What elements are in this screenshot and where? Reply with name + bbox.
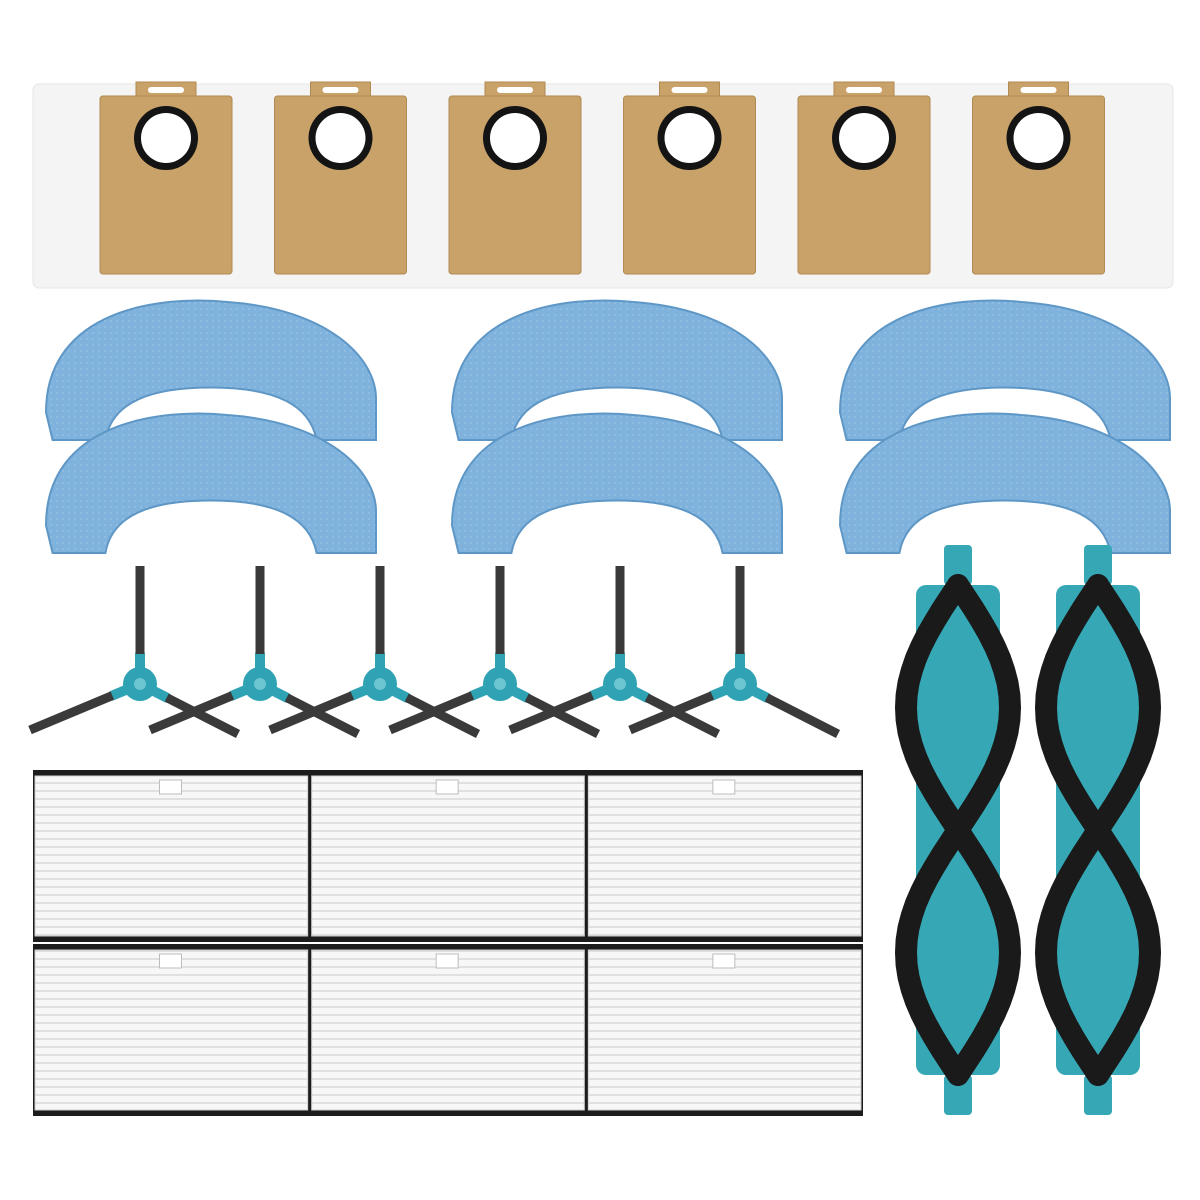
side-brush-hub-center (254, 678, 266, 690)
dust-bag-ring-hole (490, 113, 540, 163)
roller-brush-end-cap (1084, 545, 1112, 585)
mop-pads-group (44, 299, 1171, 554)
side-brush-hub-center (614, 678, 626, 690)
side-brush-bristle (284, 693, 361, 739)
roller-brush-icon (894, 545, 1022, 1115)
roller-brush-bristle-strip (1034, 574, 1162, 1086)
roller-brush-end-cap (944, 1075, 972, 1115)
dust-bag-ring-hole (664, 113, 715, 163)
side-brush-icon (28, 566, 241, 739)
side-brush-bristle (508, 691, 595, 735)
hepa-filter-pull-tab (435, 953, 459, 969)
dust-bag-tab-slot (671, 87, 708, 93)
hepa-filter-icon (311, 775, 585, 937)
hepa-filter-pleats (587, 949, 862, 1111)
roller-brush-icon (1034, 545, 1162, 1115)
mop-pad-cloth (44, 299, 377, 441)
mop-pad-cloth (450, 412, 783, 554)
side-brush-bristle (148, 691, 235, 735)
hepa-filter-pull-tab (435, 779, 459, 795)
side-brush-bristle (524, 693, 601, 739)
dust-bag-body (274, 95, 407, 275)
dust-bag-body (623, 95, 756, 275)
dust-bag-ring-hole (141, 113, 191, 163)
dust-bag-ring-hole (315, 113, 366, 163)
dust-bags-group (32, 81, 1174, 289)
hepa-filter-pleats (311, 775, 585, 937)
hepa-filter-icon (587, 775, 862, 937)
roller-brush-bristle-strip (894, 574, 1022, 1086)
hepa-filter-icon (311, 949, 585, 1111)
dust-bag-body (797, 95, 931, 275)
dust-bag-icon (274, 81, 407, 275)
roller-brush-end-cap (1084, 1075, 1112, 1115)
dust-bag-icon (448, 81, 582, 275)
side-brush-bristle (404, 693, 481, 739)
side-brush-icon (388, 566, 601, 739)
hepa-filters-group (33, 770, 863, 1116)
hepa-filter-pull-tab (712, 779, 736, 795)
side-brush-bristle (164, 693, 241, 739)
main-roller-brushes-group (894, 545, 1162, 1115)
dust-bag-icon (99, 81, 233, 275)
dust-bag-body (972, 95, 1105, 275)
dust-bag-ring-hole (1013, 113, 1064, 163)
dust-bag-tab-slot (1020, 87, 1057, 93)
hepa-filter-icon (587, 949, 862, 1111)
hepa-filter-pleats (311, 949, 585, 1111)
mop-pad-icon (450, 412, 783, 554)
dust-bag-tab-slot (497, 87, 533, 93)
hepa-filter-icon (34, 775, 309, 937)
mop-pad-icon (44, 412, 377, 554)
mop-pad-cloth (838, 412, 1171, 554)
dust-bag-icon (797, 81, 931, 275)
mop-pad-cloth (450, 299, 783, 441)
mop-pad-icon (44, 299, 377, 441)
hepa-filter-pleats (587, 775, 862, 937)
hepa-filter-pull-tab (712, 953, 736, 969)
dust-bag-icon (972, 81, 1105, 275)
hepa-filter-pleats (34, 949, 309, 1111)
dust-bag-icon (623, 81, 756, 275)
side-brush-hub-center (494, 678, 506, 690)
mop-pad-cloth (44, 412, 377, 554)
side-brush-icon (268, 566, 481, 739)
side-brush-hub-center (134, 678, 146, 690)
side-brush-bristle (644, 693, 721, 739)
dust-bag-body (99, 95, 233, 275)
side-brush-bristle (268, 691, 355, 735)
hepa-filter-pull-tab (159, 953, 182, 969)
side-brush-icon (148, 566, 361, 739)
dust-bag-tab-slot (322, 87, 359, 93)
side-brush-bristle (628, 691, 715, 735)
roller-brush-end-cap (944, 545, 972, 585)
side-brushes-group (28, 566, 841, 739)
side-brush-bristle (388, 691, 475, 735)
hepa-filter-pull-tab (159, 779, 182, 795)
mop-pad-icon (450, 299, 783, 441)
dust-bag-ring-hole (839, 113, 889, 163)
mop-pad-icon (838, 299, 1171, 441)
dust-bag-body (448, 95, 582, 275)
dust-bag-tab-slot (148, 87, 184, 93)
side-brush-bristle (764, 693, 841, 739)
hepa-filter-icon (34, 949, 309, 1111)
side-brush-hub-center (734, 678, 746, 690)
mop-pad-cloth (838, 299, 1171, 441)
mop-pad-icon (838, 412, 1171, 554)
side-brush-hub-center (374, 678, 386, 690)
dust-bag-tab-slot (846, 87, 882, 93)
side-brush-icon (508, 566, 721, 739)
hepa-filter-pleats (34, 775, 309, 937)
side-brush-icon (628, 566, 841, 739)
side-brush-bristle (28, 691, 115, 735)
